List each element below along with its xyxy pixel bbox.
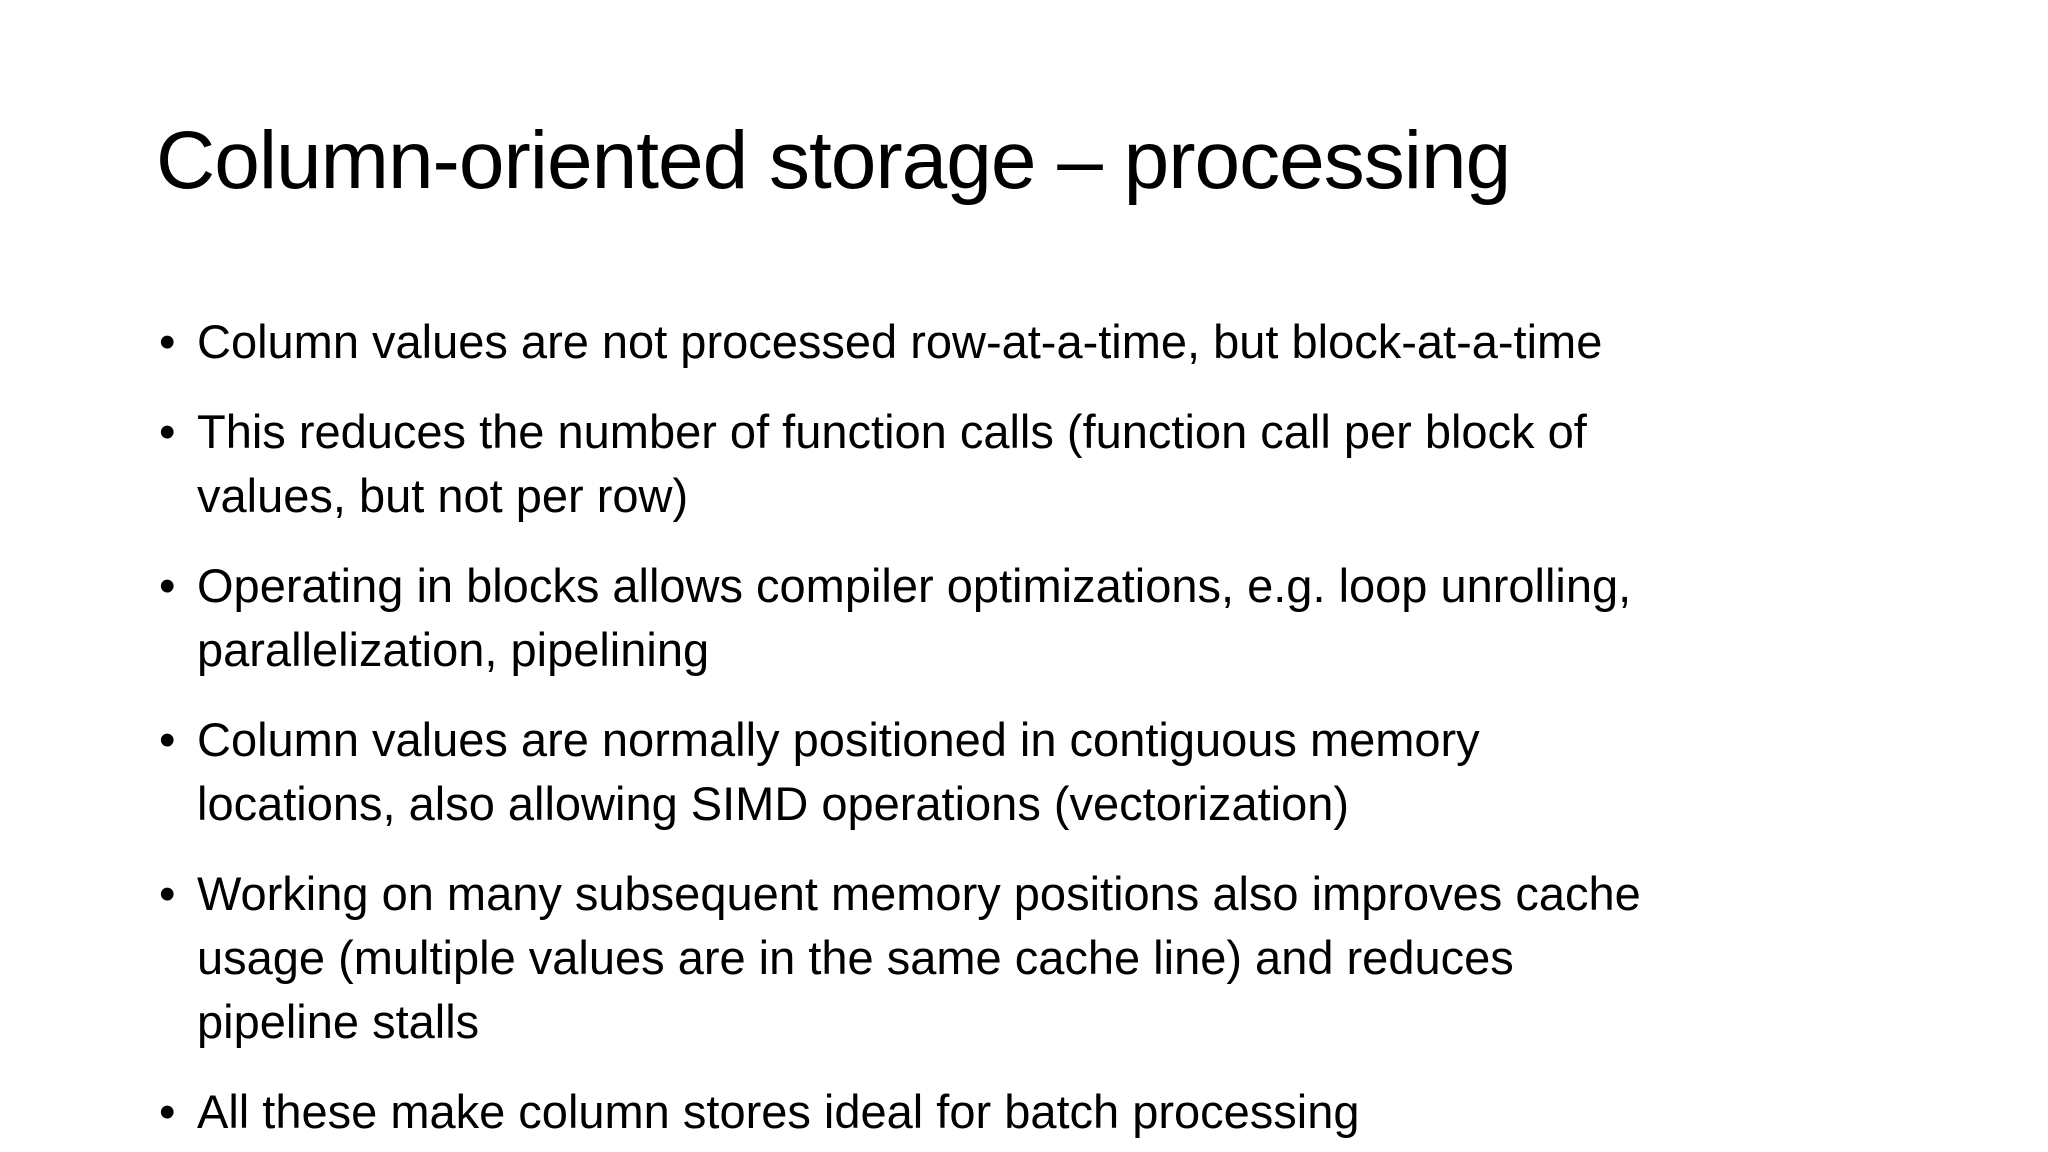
bullet-line: Working on many subsequent memory positi… <box>197 867 1641 920</box>
list-item: • All these make column stores ideal for… <box>156 1080 1641 1144</box>
bullet-line: Column values are not processed row-at-a… <box>197 315 1603 368</box>
bullet-line: values, but not per row) <box>197 469 689 522</box>
bullet-icon: • <box>159 1085 176 1138</box>
bullet-line: pipeline stalls <box>197 995 480 1048</box>
page-title: Column-oriented storage – processing <box>156 115 1511 206</box>
bullet-line: This reduces the number of function call… <box>197 405 1587 458</box>
bullet-icon: • <box>159 315 176 368</box>
bullet-line: locations, also allowing SIMD operations… <box>197 777 1350 830</box>
list-item: • Column values are not processed row-at… <box>156 310 1641 374</box>
list-item: • Working on many subsequent memory posi… <box>156 862 1641 1054</box>
bullet-list: • Column values are not processed row-at… <box>156 310 1641 1144</box>
list-item: • Column values are normally positioned … <box>156 708 1641 836</box>
list-item: • Operating in blocks allows compiler op… <box>156 554 1641 682</box>
bullet-icon: • <box>159 405 176 458</box>
bullet-line: All these make column stores ideal for b… <box>197 1085 1360 1138</box>
list-item: • This reduces the number of function ca… <box>156 400 1641 528</box>
bullet-line: parallelization, pipelining <box>197 623 710 676</box>
bullet-line: Column values are normally positioned in… <box>197 713 1480 766</box>
bullet-line: Operating in blocks allows compiler opti… <box>197 559 1632 612</box>
bullet-line: usage (multiple values are in the same c… <box>197 931 1514 984</box>
bullet-icon: • <box>159 559 176 612</box>
bullet-icon: • <box>159 713 176 766</box>
bullet-icon: • <box>159 867 176 920</box>
